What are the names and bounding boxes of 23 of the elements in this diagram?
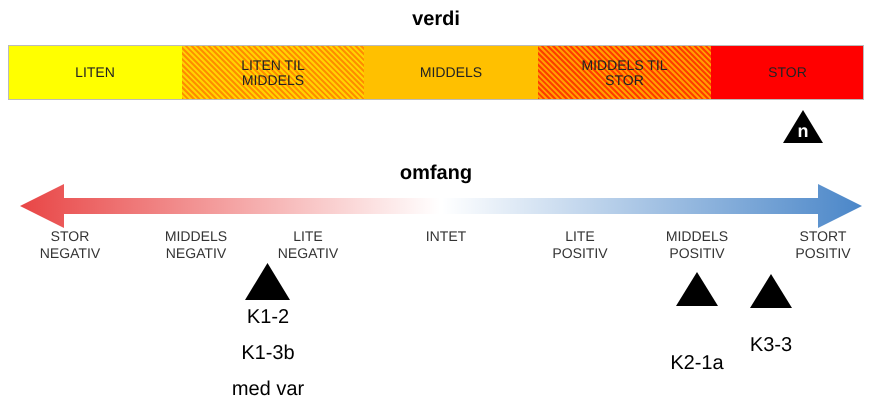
- scale-title: omfang: [400, 162, 472, 185]
- scale-label: LITE POSITIV: [551, 228, 609, 262]
- scale-label: STOR NEGATIV: [38, 228, 102, 262]
- scale-label: MIDDELS POSITIV: [664, 228, 730, 262]
- marker-label: K1-2: [246, 306, 290, 329]
- triangle-marker: [750, 274, 792, 308]
- scale-segment: LITEN: [8, 45, 182, 100]
- scale-label: LITE NEGATIV: [276, 228, 340, 262]
- triangle-marker: [676, 272, 718, 306]
- marker-label: K2-1a: [670, 352, 724, 375]
- marker-label: med var: [232, 378, 304, 401]
- scale-segment: MIDDELS TIL STOR: [538, 45, 711, 100]
- marker-triangle: n: [783, 110, 823, 143]
- scale-segment: LITEN TIL MIDDELS: [182, 45, 364, 100]
- scale-label: MIDDELS NEGATIV: [164, 228, 228, 262]
- marker-label: K1-3b: [241, 342, 295, 365]
- scale-title: verdi: [412, 8, 460, 31]
- scale-segment: STOR: [711, 45, 864, 100]
- marker-label: K3-3: [750, 334, 792, 357]
- scale-segment: MIDDELS: [364, 45, 538, 100]
- scale-label: STORT POSITIV: [794, 228, 852, 262]
- triangle-marker: [245, 263, 290, 300]
- scale-label: INTET: [424, 228, 468, 245]
